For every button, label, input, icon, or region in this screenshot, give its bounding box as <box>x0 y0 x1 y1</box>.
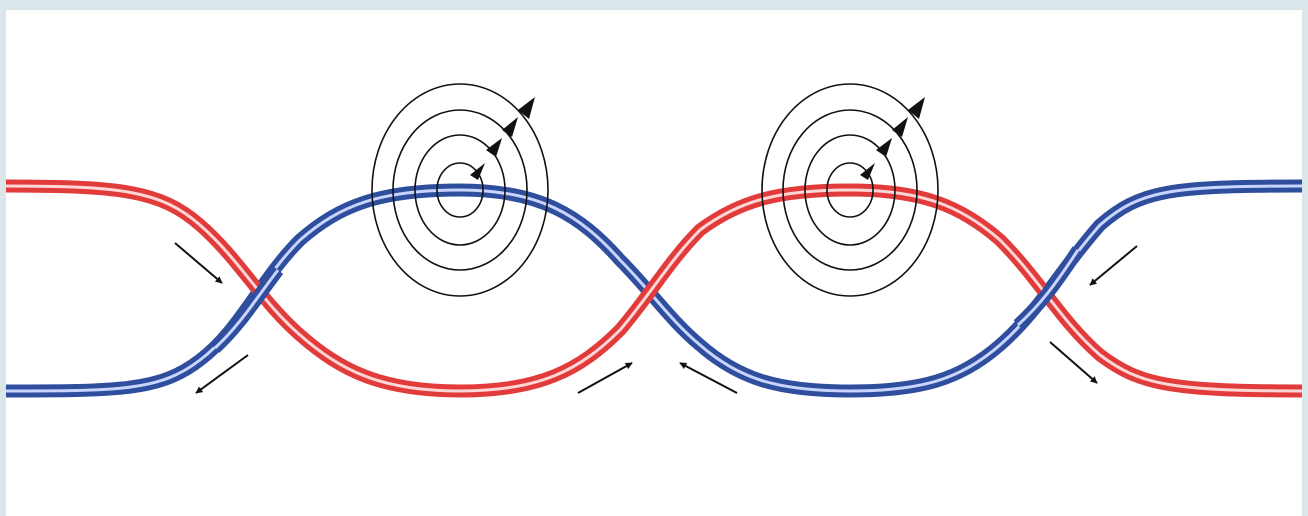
current-arrow-icon <box>174 242 223 284</box>
field-loops-right <box>761 83 939 297</box>
current-arrow-icon <box>679 362 738 394</box>
current-arrows <box>174 242 1138 394</box>
current-arrow-icon <box>1049 341 1098 384</box>
blue-wire-over-crossing-left-highlight <box>213 269 280 350</box>
field-loop-arrows-right <box>860 97 925 180</box>
field-arrow-icon <box>486 138 502 157</box>
field-arrow-icon <box>908 97 925 119</box>
field-loop <box>826 162 874 218</box>
current-arrow-icon <box>195 354 249 394</box>
field-arrow-icon <box>502 117 518 137</box>
field-loop <box>782 109 918 271</box>
current-arrow-icon <box>1089 245 1138 286</box>
field-loop <box>414 134 506 246</box>
field-loop <box>371 83 549 297</box>
field-loop <box>804 134 896 246</box>
field-loop <box>392 109 528 271</box>
field-arrow-icon <box>860 163 875 180</box>
field-arrow-icon <box>876 138 892 157</box>
red-wire-highlight <box>6 184 1302 393</box>
current-arrow-icon <box>577 362 633 394</box>
field-loop <box>761 83 939 297</box>
field-loops-left <box>371 83 549 297</box>
red-wire <box>6 179 1302 398</box>
field-loop <box>436 162 484 218</box>
blue-wire-over-crossing-right-highlight <box>1016 249 1080 327</box>
field-arrow-icon <box>892 117 908 137</box>
blue-wire-over-crossings <box>210 246 1084 353</box>
field-arrow-icon <box>518 97 535 119</box>
field-loop-arrows-left <box>470 97 535 180</box>
field-arrow-icon <box>470 163 485 180</box>
